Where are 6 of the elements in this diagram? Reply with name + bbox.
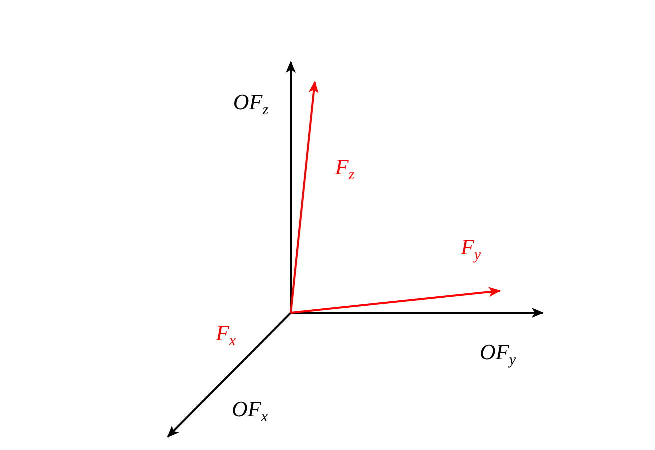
- axis-label: OF$_{z}$: [233, 91, 269, 119]
- axis-label: OF$_{y}$: [480, 341, 516, 369]
- force-label: F$_{z}$: [335, 156, 355, 184]
- force-label: F$_{y}$: [460, 236, 482, 264]
- force-label: F$_{x}$: [216, 322, 236, 350]
- axis-label: OF$_{x}$: [232, 398, 268, 426]
